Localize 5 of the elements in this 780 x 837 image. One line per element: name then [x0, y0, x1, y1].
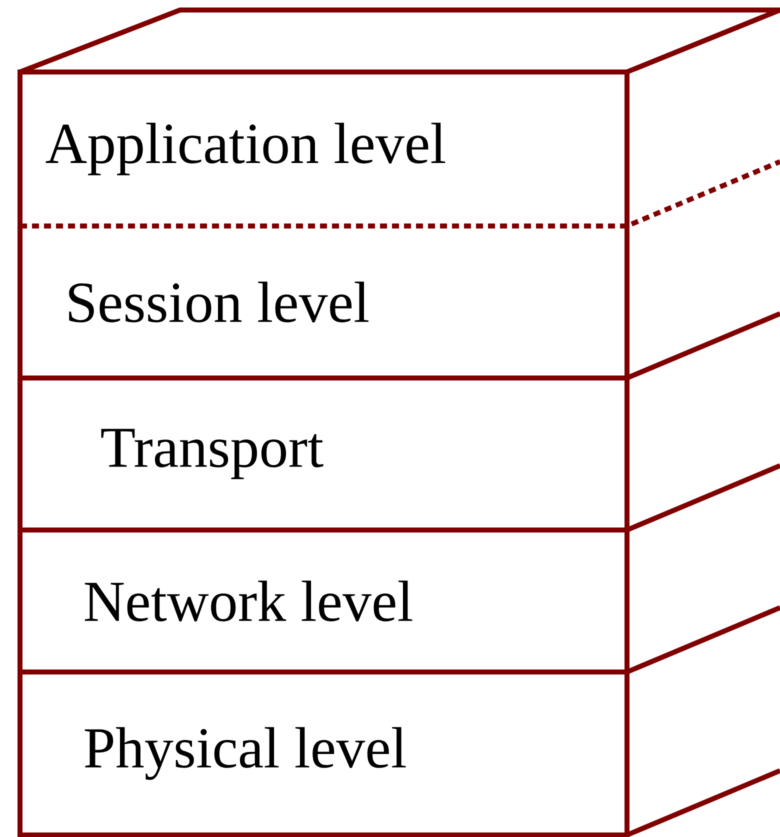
layer-label: Physical level — [84, 727, 406, 780]
layer-label: Network level — [84, 580, 412, 622]
layer-label: Session level — [69, 282, 369, 322]
layer-label: Transport — [101, 428, 324, 480]
layer-label: Application level — [46, 122, 446, 176]
